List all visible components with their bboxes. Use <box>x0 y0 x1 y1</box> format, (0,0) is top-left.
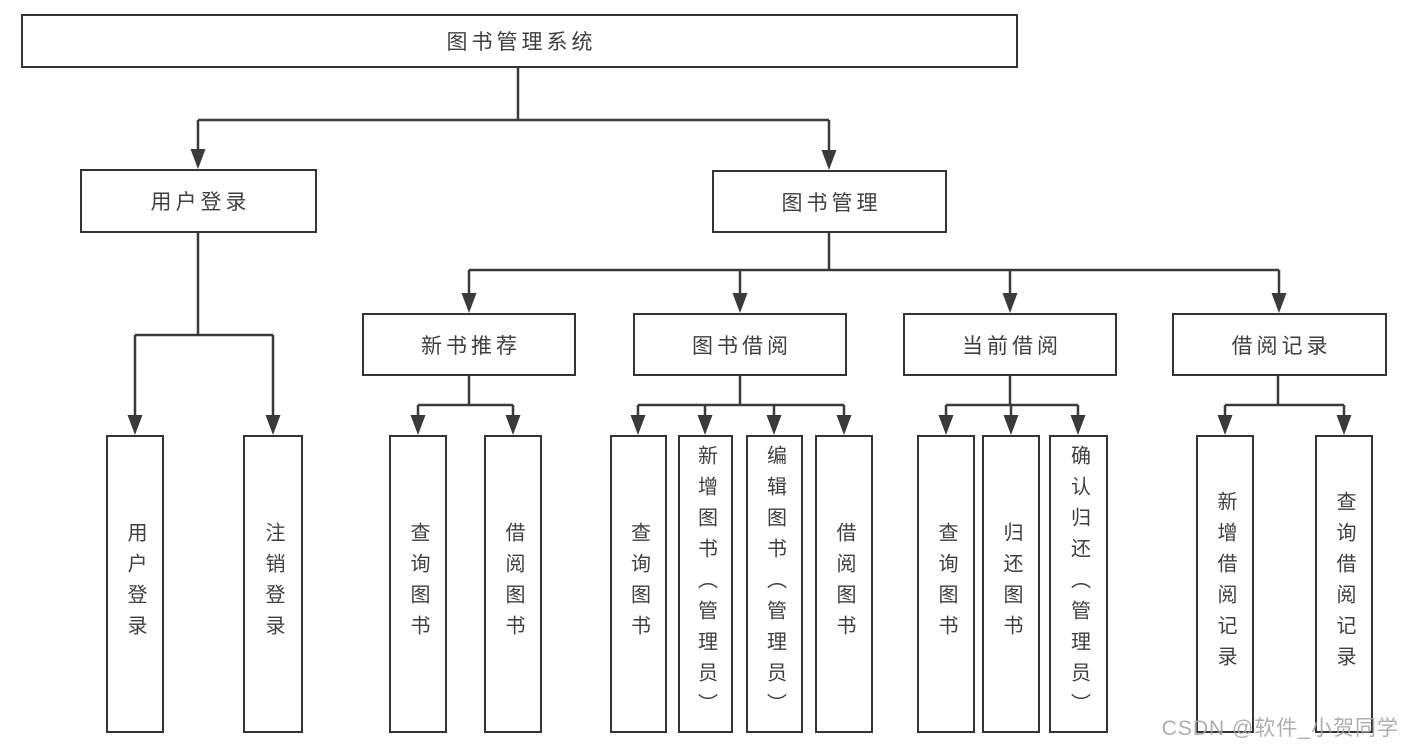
arrowhead <box>1002 293 1018 313</box>
node-book-borrowing: 图书借阅 <box>633 313 847 376</box>
arrowhead <box>1070 415 1086 435</box>
node-label: 用户登录 <box>150 191 251 214</box>
node-book-management: 图书管理 <box>712 170 947 233</box>
node-new-book-recommendation: 新书推荐 <box>362 313 576 376</box>
arrowhead <box>127 415 143 435</box>
arrowhead <box>505 415 521 435</box>
leaf-label: 借阅图书 <box>502 522 524 646</box>
leaf-label: 注销登录 <box>262 522 284 646</box>
leaf-current-query-books: 查询图书 <box>917 435 975 733</box>
leaf-records-add-borrow-record: 新增借阅记录 <box>1196 435 1254 733</box>
leaf-label: 编辑图书（管理员） <box>763 444 786 724</box>
csdn-watermark: CSDN @软件_小贺同学 <box>1161 717 1399 740</box>
leaf-label: 查询借阅记录 <box>1333 491 1355 677</box>
node-label: 当前借阅 <box>962 334 1062 358</box>
leaf-recommend-borrow-books: 借阅图书 <box>484 435 542 733</box>
leaf-label: 查询图书 <box>935 522 957 646</box>
leaf-borrowing-edit-books-admin: 编辑图书（管理员） <box>746 435 803 733</box>
node-label: 新书推荐 <box>421 334 521 358</box>
node-label: 借阅记录 <box>1231 334 1332 358</box>
arrowhead <box>461 293 477 313</box>
arrowhead <box>1271 293 1287 313</box>
node-label: 图书管理系统 <box>446 31 597 54</box>
leaf-borrowing-add-books-admin: 新增图书（管理员） <box>678 435 733 733</box>
leaf-label: 借阅图书 <box>833 522 855 646</box>
leaf-logout: 注销登录 <box>243 435 303 733</box>
arrowhead <box>410 415 426 435</box>
leaf-label: 归还图书 <box>1000 522 1022 646</box>
arrowhead <box>766 415 782 435</box>
leaf-label: 新增借阅记录 <box>1214 491 1236 677</box>
arrowhead <box>1336 415 1352 435</box>
leaf-borrowing-borrow-books: 借阅图书 <box>815 435 873 733</box>
leaf-borrowing-query-books: 查询图书 <box>610 435 667 733</box>
leaf-label: 新增图书（管理员） <box>694 444 717 724</box>
leaf-label: 查询图书 <box>627 522 650 646</box>
leaf-recommend-query-books: 查询图书 <box>389 435 447 733</box>
arrowhead <box>630 415 646 435</box>
arrowhead <box>265 415 281 435</box>
leaf-current-confirm-return-admin: 确认归还（管理员） <box>1049 435 1108 733</box>
node-borrowing-records: 借阅记录 <box>1172 313 1387 376</box>
node-label: 图书借阅 <box>692 334 792 358</box>
leaf-label: 查询图书 <box>407 522 429 646</box>
arrowhead <box>732 293 748 313</box>
arrowhead <box>836 415 852 435</box>
arrowhead <box>697 415 713 435</box>
leaf-records-query-borrow-record: 查询借阅记录 <box>1315 435 1373 733</box>
arrowhead <box>938 415 954 435</box>
leaf-current-return-books: 归还图书 <box>982 435 1040 733</box>
leaf-label: 用户登录 <box>124 522 146 646</box>
leaf-user-login: 用户登录 <box>106 435 164 733</box>
node-user-login: 用户登录 <box>80 169 317 233</box>
arrowhead <box>190 149 206 169</box>
arrowhead <box>1003 415 1019 435</box>
leaf-label: 确认归还（管理员） <box>1067 444 1090 724</box>
arrowhead <box>1217 415 1233 435</box>
arrowhead <box>821 150 837 170</box>
node-label: 图书管理 <box>781 191 882 215</box>
node-current-borrowing: 当前借阅 <box>903 313 1117 376</box>
node-library-management-system: 图书管理系统 <box>21 14 1018 68</box>
